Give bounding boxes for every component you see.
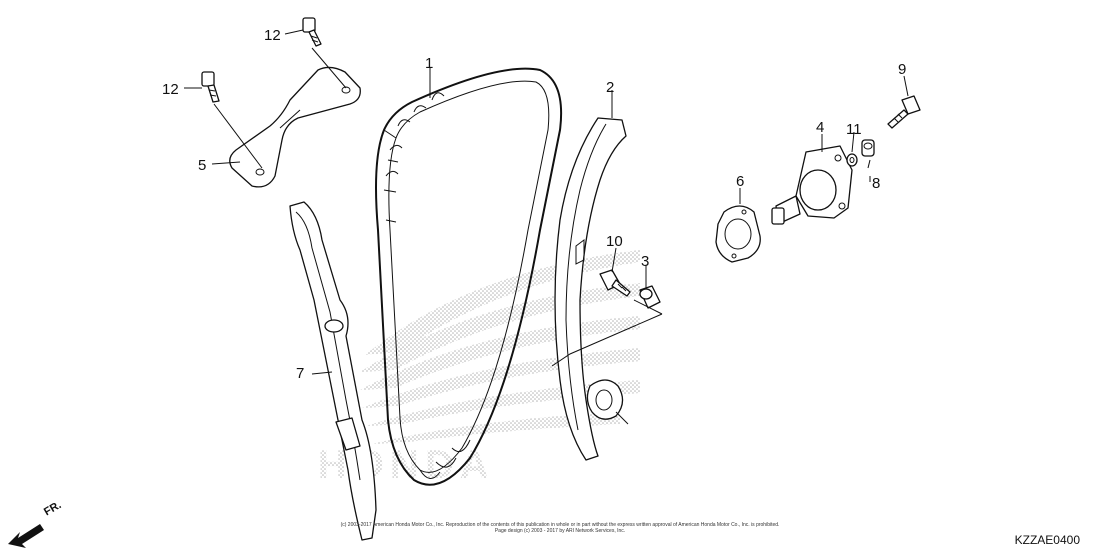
callout-12-upper: 12 [264,27,281,44]
guide-plate-part-5[interactable] [229,66,361,188]
callout-2: 2 [606,79,614,96]
bolt-part-12-upper[interactable] [302,17,322,47]
washer-part-11[interactable] [846,153,858,167]
callout-6: 6 [736,173,744,190]
collar-part-3[interactable] [639,285,661,309]
bolt-part-10[interactable] [599,269,631,297]
cam-chain-part-1[interactable] [375,67,563,486]
drawing-number: KZZAE0400 [1014,533,1080,547]
bolt-part-8[interactable] [861,139,875,157]
callout-labels: 12 12 5 1 2 7 6 4 11 8 9 10 3 [162,27,906,382]
copyright-line-1: (c) 2003-2017 American Honda Motor Co., … [340,522,780,528]
leader-lines [184,29,909,425]
front-arrow-icon [8,524,44,548]
callout-7: 7 [296,365,304,382]
tensioner-arm-part-2[interactable] [554,117,627,461]
callout-5: 5 [198,157,206,174]
callout-10: 10 [606,233,623,250]
callout-12-left: 12 [162,81,179,98]
callout-8: 8 [872,175,880,192]
tensioner-lifter-part-4[interactable] [771,145,853,225]
callout-11: 11 [846,121,862,138]
bolt-part-12-left[interactable] [201,71,220,103]
callout-1: 1 [425,55,433,72]
copyright-notice: (c) 2003-2017 American Honda Motor Co., … [240,522,880,534]
copyright-line-2: Page design (c) 2003 - 2017 by ARI Netwo… [494,528,626,534]
callout-4: 4 [816,119,824,136]
bolt-part-9[interactable] [887,95,921,129]
callout-3: 3 [641,253,649,270]
chain-guide-part-7[interactable] [289,201,377,541]
callout-9: 9 [898,61,906,78]
gasket-part-6[interactable] [715,205,761,263]
